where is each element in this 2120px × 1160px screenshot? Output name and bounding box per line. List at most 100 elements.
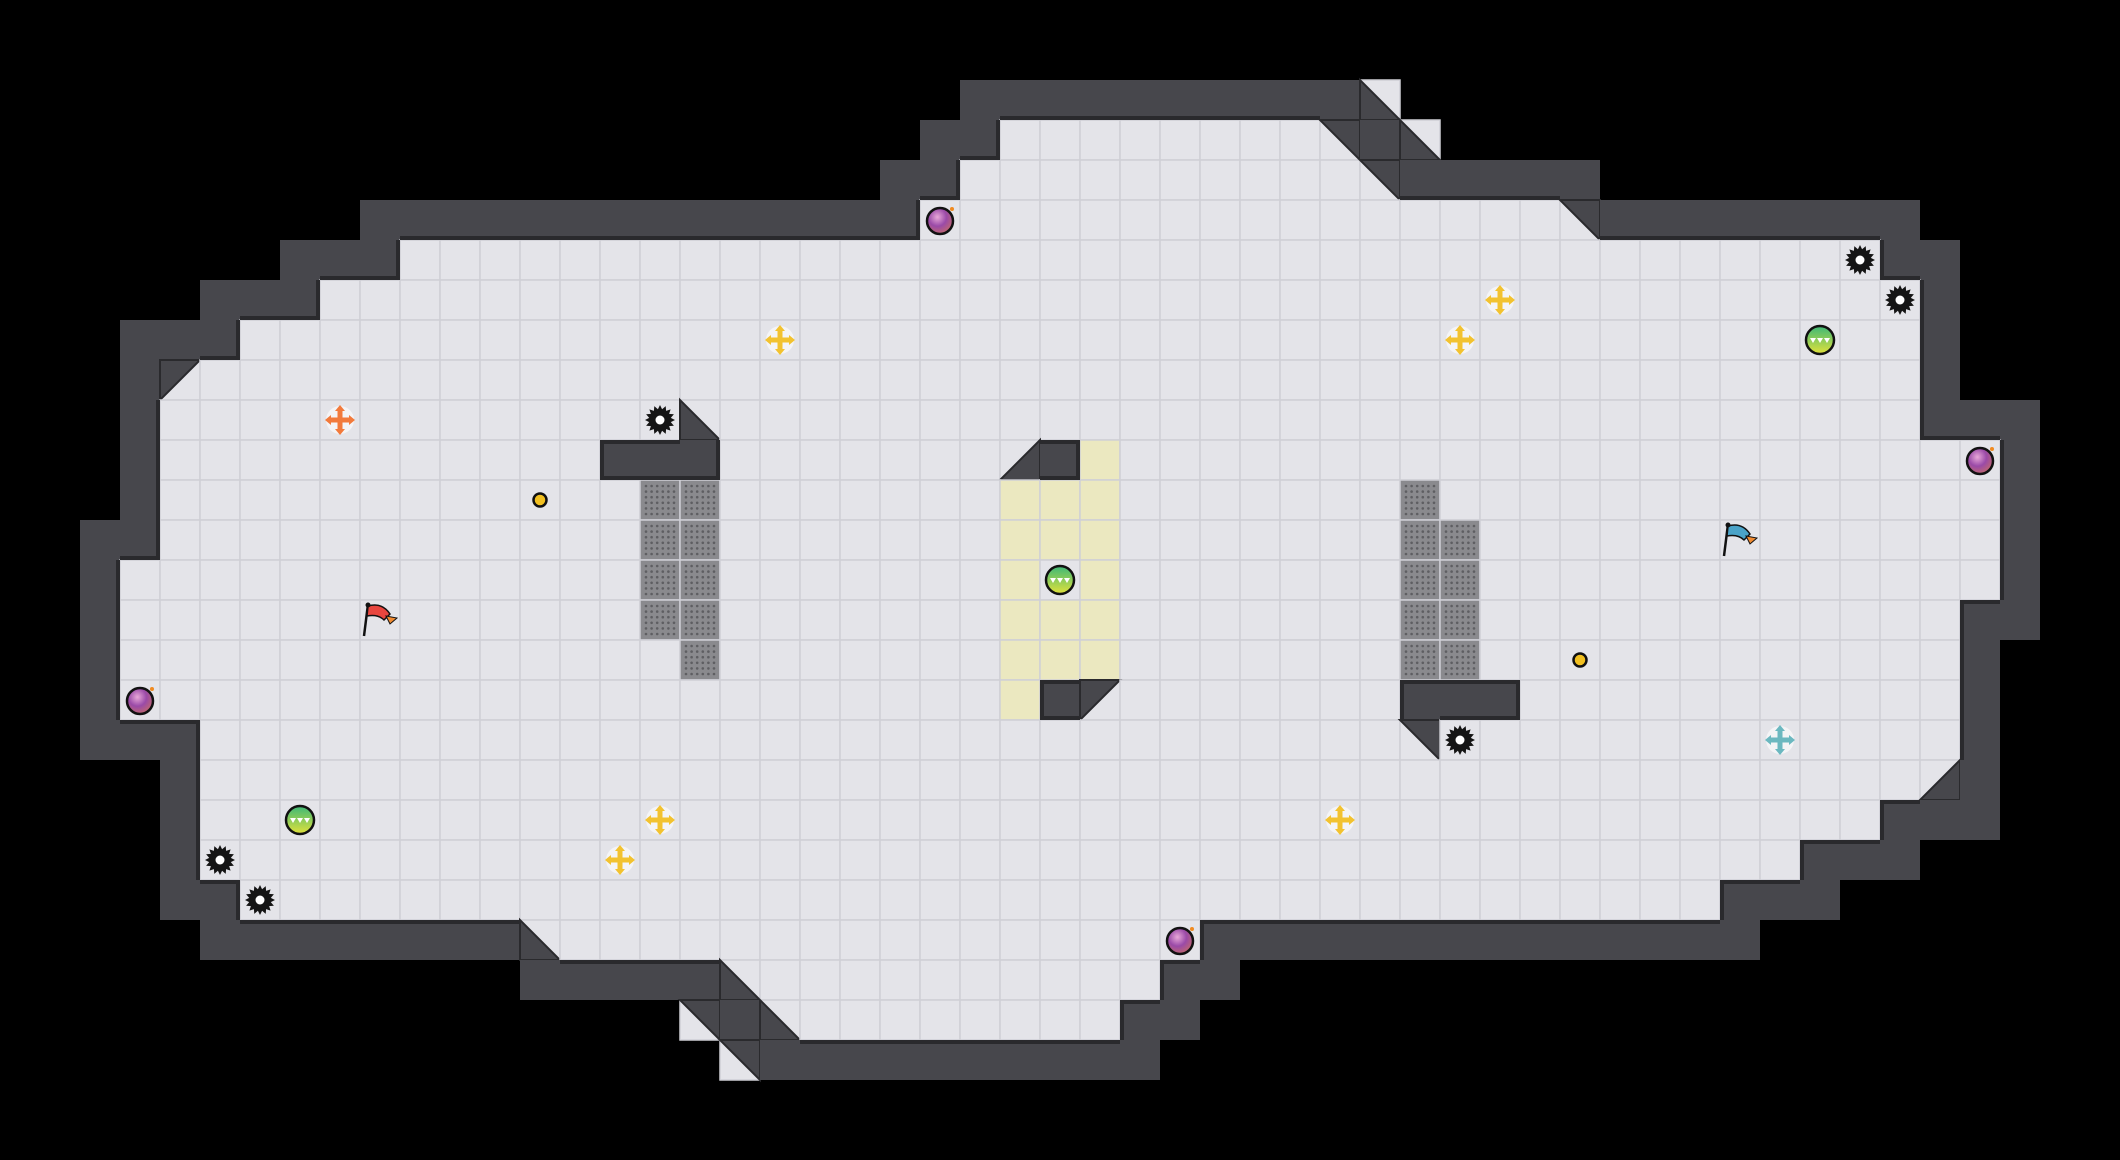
floor-tile [919,639,961,681]
floor-tile [1479,719,1521,761]
wall-tile [1040,80,1080,120]
floor-tile [879,399,921,441]
floor-tile [439,439,481,481]
floor-tile [1279,479,1321,521]
floor-tile [919,519,961,561]
floor-tile [239,599,281,641]
floor-tile [559,359,601,401]
floor-tile [1159,559,1201,601]
floor-tile [1119,439,1161,481]
wall-tile [1800,200,1840,240]
wall-tile [200,880,240,920]
floor-tile [1519,479,1561,521]
gate-dots [684,644,716,676]
wall-tile [120,720,160,760]
wall-tile [160,800,200,840]
floor-tile [279,639,321,681]
wall-tile [1960,760,2000,800]
floor-tile [759,479,801,521]
floor-tile [919,359,961,401]
floor-tile [559,679,601,721]
wall-tile [600,960,640,1000]
floor-tile [599,919,641,961]
floor-tile [1679,679,1721,721]
wall-tile [1080,1040,1120,1080]
floor-tile [1919,519,1961,561]
floor-tile [1159,679,1201,721]
wall-tile [400,920,440,960]
floor-tile [879,599,921,641]
floor-tile [239,639,281,681]
floor-tile [1119,479,1161,521]
wall-tile [800,200,840,240]
floor-tile [399,439,441,481]
floor-tile [279,399,321,441]
floor-tile [759,959,801,1001]
wall-tile [760,1040,800,1080]
wall-tile [2000,560,2040,600]
floor-tile [959,559,1001,601]
floor-tile [559,439,601,481]
floor-tile [999,279,1041,321]
floor-tile [839,519,881,561]
floor-tile [839,679,881,721]
floor-tile [599,479,641,521]
wall-tile [200,280,240,320]
wall-tile [1480,160,1520,200]
wall-tile [1040,1040,1080,1080]
floor-tile [519,639,561,681]
floor-tile [1279,599,1321,641]
floor-tile [239,799,281,841]
floor-tile [1119,199,1161,241]
floor-tile [199,599,241,641]
floor-tile [1279,359,1321,401]
floor-tile [999,959,1041,1001]
floor-tile [1519,839,1561,881]
wall-tile [360,200,400,240]
wall-tile [1880,240,1920,280]
floor-tile [1239,479,1281,521]
floor-tile [999,199,1041,241]
floor-tile [799,679,841,721]
wall-tile [960,80,1000,120]
wall-tile [1720,920,1760,960]
floor-tile [1439,239,1481,281]
wall-tile [920,160,960,200]
floor-tile [959,759,1001,801]
floor-tile [679,239,721,281]
floor-tile [599,359,641,401]
floor-tile [1199,799,1241,841]
floor-tile [479,679,521,721]
floor-tile [1359,479,1401,521]
floor-tile [1359,559,1401,601]
floor-tile [319,759,361,801]
team-zone-tile [1079,479,1121,521]
floor-tile [1239,639,1281,681]
wall-tile [1320,920,1360,960]
floor-tile [1559,559,1601,601]
floor-tile [1199,519,1241,561]
wall-tile [320,920,360,960]
gate-dots [1404,604,1436,636]
powerup-icon [605,845,635,875]
floor-tile [319,279,361,321]
floor-tile [1399,439,1441,481]
floor-tile [1159,199,1201,241]
floor-tile [1279,319,1321,361]
floor-tile [719,679,761,721]
wall-tile [160,760,200,800]
floor-tile [239,439,281,481]
floor-tile [1719,719,1761,761]
floor-tile [359,359,401,401]
floor-tile [1399,279,1441,321]
red-spawn-icon [325,405,355,435]
floor-tile [1359,759,1401,801]
floor-tile [519,879,561,921]
floor-tile [1959,479,2001,521]
floor-tile [479,239,521,281]
floor-tile [1639,439,1681,481]
floor-tile [1919,599,1961,641]
floor-tile [759,839,801,881]
wall-tile [1400,680,1440,720]
floor-tile [1519,639,1561,681]
